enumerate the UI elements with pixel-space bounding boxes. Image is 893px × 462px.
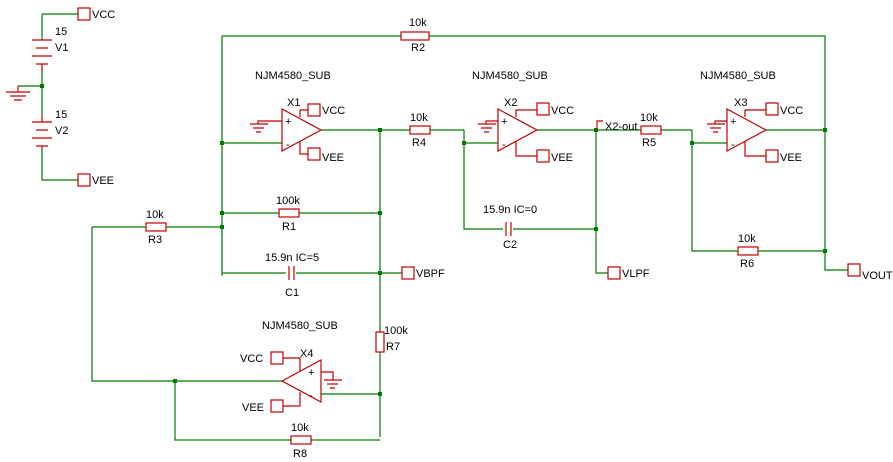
c2-ref: C2 <box>503 239 517 251</box>
c1-value: 15.9n IC=5 <box>265 252 319 264</box>
x4-model: NJM4580_SUB <box>262 320 338 332</box>
resistor-r6: 10k R6 <box>737 233 759 270</box>
r8-value: 10k <box>291 422 309 434</box>
x1-plus: + <box>285 116 291 128</box>
v2-ref: V2 <box>55 125 68 137</box>
source-v2: 15 V2 <box>32 109 68 150</box>
port-vee-top: VEE <box>77 173 114 187</box>
x2-minus: - <box>502 139 506 151</box>
x2-vcc-label: VCC <box>551 105 574 117</box>
port-vlpf: VLPF <box>607 266 650 280</box>
r7-ref: R7 <box>386 341 400 353</box>
x1-model: NJM4580_SUB <box>255 70 331 82</box>
opamp-x2: + - VCC VEE NJM4580_SUB X2 <box>472 70 574 164</box>
ground-symbol <box>6 86 30 101</box>
r4-value: 10k <box>410 112 428 124</box>
r2-ref: R2 <box>411 42 425 54</box>
x2-model: NJM4580_SUB <box>472 70 548 82</box>
v1-ref: V1 <box>55 42 68 54</box>
x3-vcc-label: VCC <box>780 105 803 117</box>
x4-vee-label: VEE <box>242 402 264 414</box>
c2-value: 15.9n IC=0 <box>483 204 537 216</box>
x4-vcc-label: VCC <box>240 353 263 365</box>
r1-value: 100k <box>276 195 300 207</box>
capacitor-c1: 15.9n IC=5 C1 <box>265 252 319 299</box>
r7-value: 100k <box>384 325 408 337</box>
r5-value: 10k <box>640 112 658 124</box>
opamp-x3: + - VCC VEE NJM4580_SUB X3 <box>700 70 803 164</box>
port-vout: VOUT <box>847 263 893 282</box>
resistor-r3: 10k R3 <box>145 209 167 246</box>
r2-value: 10k <box>409 17 427 29</box>
resistor-r7: 100k R7 <box>375 325 408 353</box>
r1-ref: R1 <box>282 221 296 233</box>
opamp-x1: + - VCC VEE NJM4580_SUB X1 <box>250 70 345 164</box>
net-label-x2-out: X2-out <box>596 120 637 133</box>
resistor-r5: 10k R5 <box>640 112 662 149</box>
c1-ref: C1 <box>285 287 299 299</box>
opamp-x4: + - VCC VEE NJM4580_SUB X4 <box>240 320 342 414</box>
x2-plus: + <box>501 116 507 128</box>
r5-ref: R5 <box>642 137 656 149</box>
x3-ref: X3 <box>734 97 747 109</box>
x4-ref: X4 <box>300 348 313 360</box>
port-vcc-top-label: VCC <box>92 9 115 21</box>
port-vcc-top: VCC <box>77 7 115 21</box>
x3-model: NJM4580_SUB <box>700 70 776 82</box>
x2-ref: X2 <box>504 97 517 109</box>
junction-dots <box>40 84 827 396</box>
r6-ref: R6 <box>740 258 754 270</box>
r6-value: 10k <box>738 233 756 245</box>
r8-ref: R8 <box>293 448 307 460</box>
v2-value: 15 <box>55 109 67 121</box>
x3-minus: - <box>731 139 735 151</box>
r4-ref: R4 <box>412 137 426 149</box>
x4-plus: + <box>308 367 314 379</box>
x1-minus: - <box>286 139 290 151</box>
resistor-r4: 10k R4 <box>409 112 431 149</box>
resistor-r2: 10k R2 <box>400 17 430 54</box>
resistor-r8: 10k R8 <box>290 422 312 460</box>
x2-out-label: X2-out <box>605 121 637 133</box>
x2-vee-label: VEE <box>551 152 573 164</box>
x3-vee-label: VEE <box>780 152 802 164</box>
port-vout-label: VOUT <box>862 270 893 282</box>
resistor-r1: 100k R1 <box>276 195 300 233</box>
r3-ref: R3 <box>148 234 162 246</box>
r3-value: 10k <box>146 209 164 221</box>
x4-minus: - <box>309 390 313 402</box>
v1-value: 15 <box>55 26 67 38</box>
source-v1: 15 V1 <box>32 26 68 72</box>
port-vbpf: VBPF <box>401 266 445 280</box>
x1-ref: X1 <box>287 97 300 109</box>
port-vlpf-label: VLPF <box>622 268 650 280</box>
x1-vee-label: VEE <box>322 152 344 164</box>
x3-plus: + <box>730 116 736 128</box>
port-vbpf-label: VBPF <box>416 268 445 280</box>
port-vee-top-label: VEE <box>92 175 114 187</box>
capacitor-c2: 15.9n IC=0 C2 <box>483 204 537 251</box>
x1-vcc-label: VCC <box>322 105 345 117</box>
